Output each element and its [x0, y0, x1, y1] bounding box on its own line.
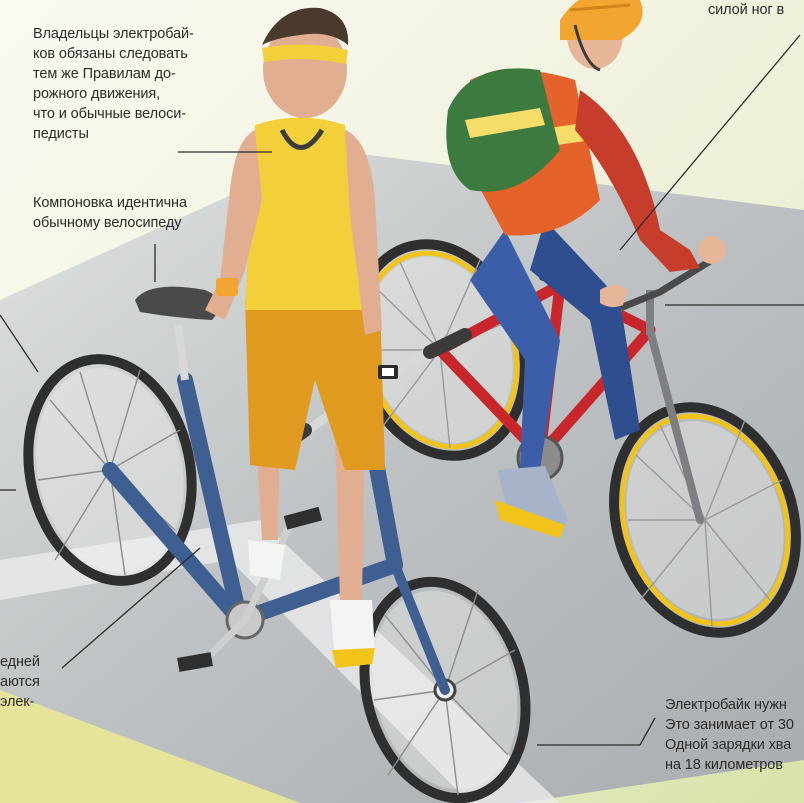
leader-bottom-right-tail: [639, 717, 656, 746]
leader-left-bottom: [61, 547, 201, 669]
front-bike-front-wheel: [359, 576, 531, 803]
leader-left-top: [0, 314, 39, 373]
callout-lines: [0, 34, 804, 746]
callout-charging: Электробайк нужн Это занимает от 30 Одно…: [665, 697, 794, 773]
front-rider: [205, 7, 398, 668]
grass: [0, 690, 300, 803]
callout-traffic-rules: Владельцы электробай- ков обязаны следов…: [33, 26, 194, 142]
rear-bike: [350, 239, 801, 638]
front-bike-back-wheel: [23, 354, 197, 586]
road-stripe: [0, 520, 560, 803]
callout-left-partial: едней аются элек-: [0, 654, 40, 710]
callout-layout: Компоновка идентична обычному велосипеду: [33, 195, 187, 231]
callout-top-right-partial: силой ног в: [708, 2, 785, 18]
front-bike-seat: [135, 286, 220, 320]
rear-rider: [446, 0, 726, 538]
leader-top-right: [619, 34, 801, 251]
front-bike: [23, 286, 531, 803]
